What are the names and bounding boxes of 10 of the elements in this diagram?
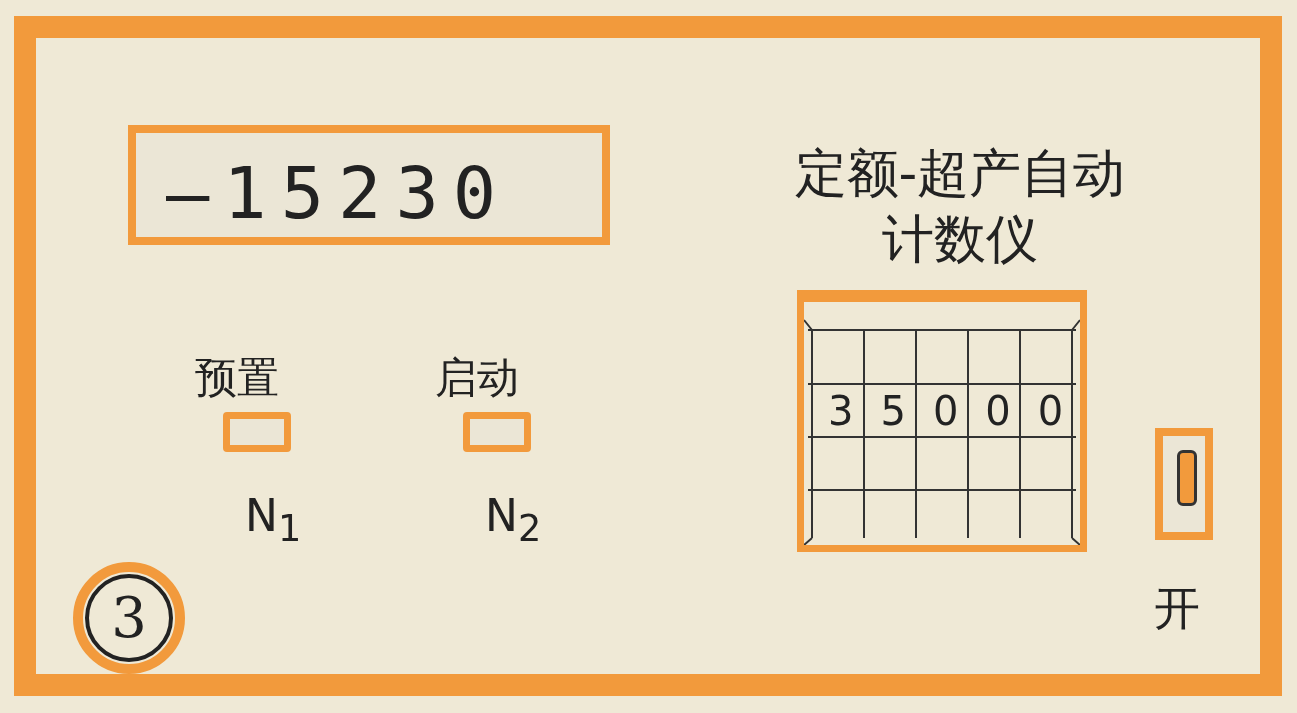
- switch-label: 开: [1154, 580, 1200, 637]
- terminal-label: N$_{1}$: [245, 490, 302, 550]
- display-reading: —15230: [166, 151, 511, 235]
- terminal-label: N$_{2}$: [485, 490, 542, 550]
- button-label: 预置: [195, 352, 279, 404]
- counter-wheel-window: [797, 290, 1087, 552]
- button-label: 启动: [435, 352, 519, 404]
- device-title: 定额-超产自动计数仪: [793, 142, 1127, 271]
- counter-display: [128, 125, 610, 245]
- figure-number-circle: 3: [85, 574, 173, 662]
